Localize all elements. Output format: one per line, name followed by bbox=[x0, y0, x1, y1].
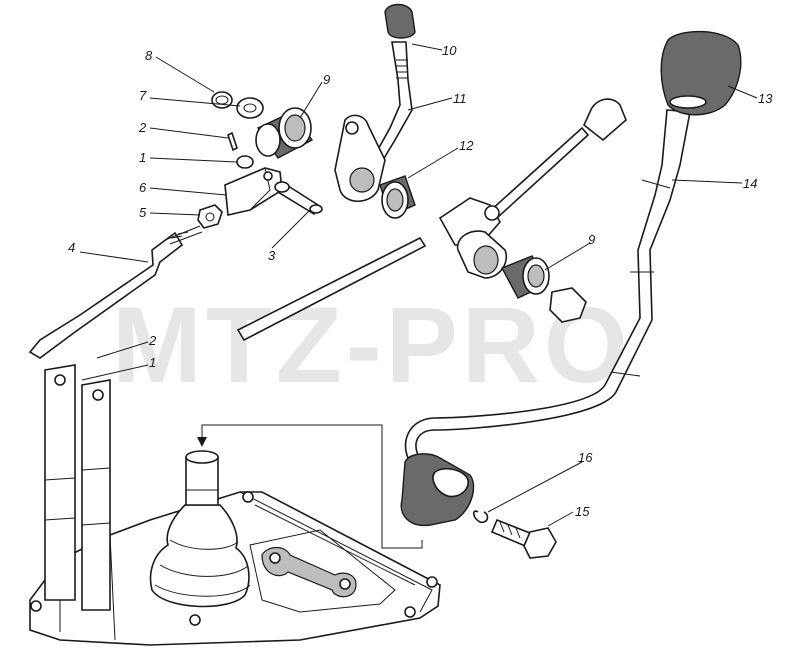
callout-2-top: 2 bbox=[138, 120, 147, 135]
bolt-and-washer-parts-15-16 bbox=[472, 510, 557, 559]
callout-7: 7 bbox=[139, 88, 147, 103]
callout-12: 12 bbox=[459, 138, 474, 153]
leader-lines bbox=[79, 43, 758, 527]
left-bracket-rods bbox=[44, 364, 111, 611]
callout-1-top: 1 bbox=[139, 150, 146, 165]
callout-5: 5 bbox=[139, 205, 147, 220]
callout-labels: 8 7 2 1 6 5 4 3 9 10 11 12 9 13 14 2 1 1… bbox=[68, 43, 773, 519]
callout-10: 10 bbox=[442, 43, 457, 58]
callout-15: 15 bbox=[575, 504, 590, 519]
callout-11: 11 bbox=[453, 91, 467, 106]
selector-lever-part-11 bbox=[334, 3, 416, 203]
linkage-rod-assembly bbox=[236, 98, 627, 342]
callout-3: 3 bbox=[268, 248, 276, 263]
gearbox-housing bbox=[29, 450, 441, 646]
callout-13: 13 bbox=[758, 91, 773, 106]
ring-part-12 bbox=[379, 175, 416, 219]
callout-14: 14 bbox=[743, 176, 757, 191]
shift-rod-part-4 bbox=[28, 225, 203, 359]
watermark-text: MTZ-PRO bbox=[112, 284, 632, 405]
upper-left-fasteners bbox=[197, 91, 323, 229]
callout-1-bottom: 1 bbox=[149, 355, 156, 370]
callout-9-mid: 9 bbox=[588, 232, 595, 247]
assembly-arrow bbox=[197, 424, 423, 549]
callout-16: 16 bbox=[578, 450, 593, 465]
callout-6: 6 bbox=[139, 180, 147, 195]
callout-8: 8 bbox=[145, 48, 153, 63]
main-gear-lever-part-14 bbox=[400, 30, 742, 527]
bushing-part-9-top bbox=[255, 107, 314, 159]
callout-2-bottom: 2 bbox=[148, 333, 157, 348]
callout-9-top: 9 bbox=[323, 72, 330, 87]
callout-4: 4 bbox=[68, 240, 75, 255]
